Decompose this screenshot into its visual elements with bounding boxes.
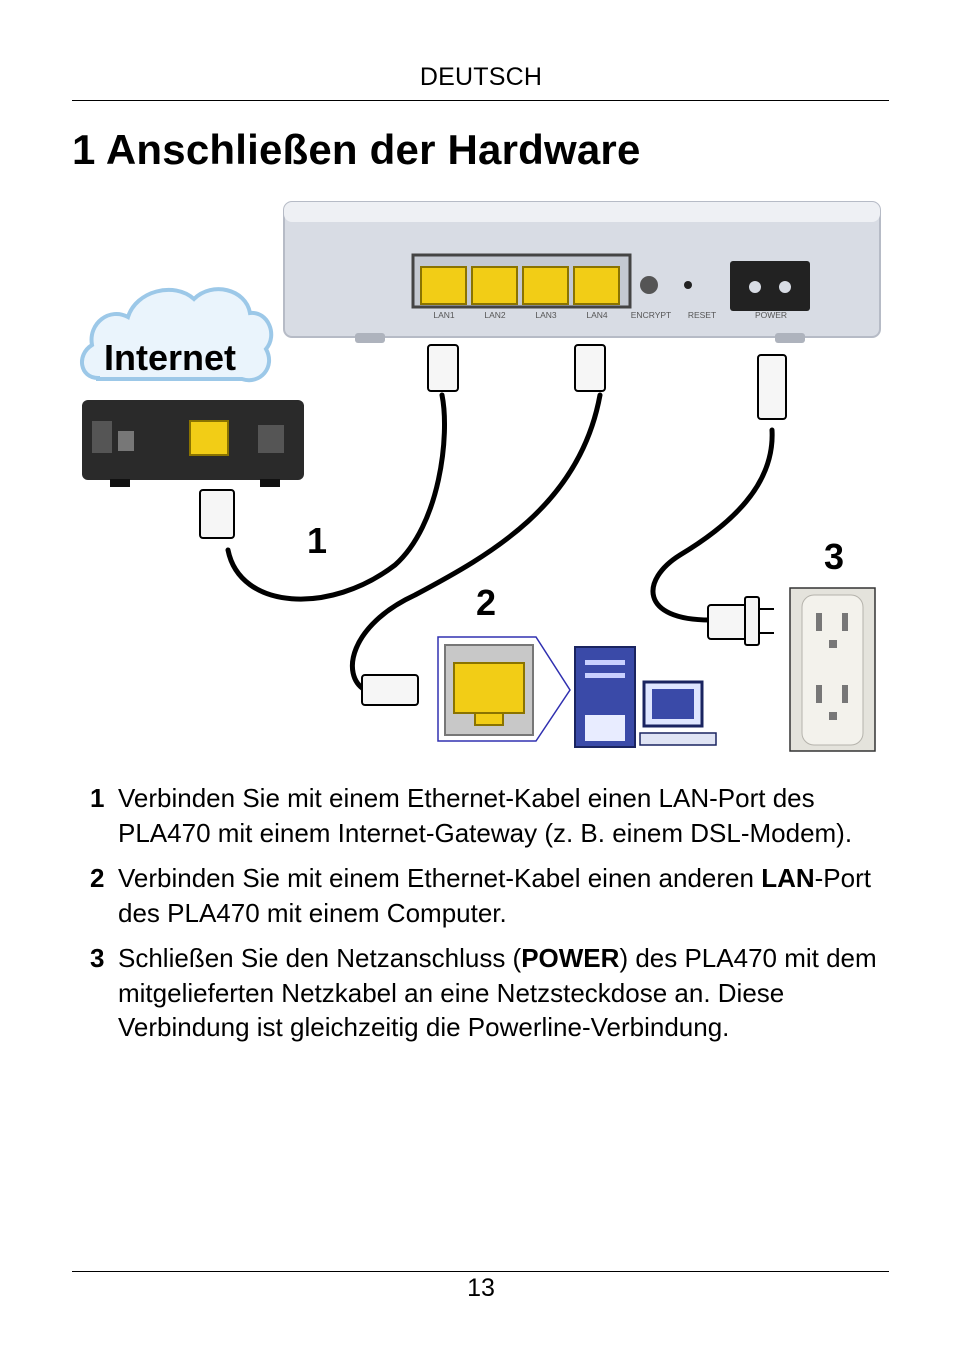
callout-2: 2 (476, 582, 496, 623)
encrypt-button (640, 276, 658, 294)
step-number: 2 (90, 863, 105, 893)
instruction-list: 1 Verbinden Sie mit einem Ethernet-Kabel… (90, 781, 890, 1056)
callout-1: 1 (307, 520, 327, 561)
list-item: 3 Schließen Sie den Netzanschluss (POWER… (90, 941, 890, 1045)
step-emphasis: POWER (521, 943, 620, 973)
step-text-part: Verbinden Sie mit einem Ethernet-Kabel e… (118, 863, 762, 893)
power-plug-icon (707, 354, 787, 646)
port-label: POWER (755, 310, 787, 320)
step-text-part: -Port des PLA470 mit einem Computer. (118, 863, 871, 928)
step-number: 1 (90, 783, 105, 813)
step-text: Verbinden Sie mit einem Ethernet-Kabel e… (118, 863, 871, 928)
cable-1 (225, 392, 447, 602)
running-header: DEUTSCH (419, 63, 543, 91)
port-label: ENCRYPT (631, 310, 671, 320)
step-text: Verbinden Sie mit einem Ethernet-Kabel e… (118, 783, 853, 848)
reset-hole (684, 281, 692, 289)
step-text: Schließen Sie den Netzanschluss (POWER) … (118, 943, 877, 1042)
powerline-adapter: LAN1 LAN2 LAN3 LAN4 ENCRYPT RESET POWER (283, 201, 881, 343)
port-label: LAN2 (484, 310, 506, 320)
page-number: 13 (467, 1274, 495, 1302)
internet-label: Internet (104, 337, 236, 378)
callout-3: 3 (824, 536, 844, 577)
port-label: RESET (688, 310, 716, 320)
computer-icon (574, 646, 717, 748)
lan-port-closeup (437, 636, 571, 742)
dsl-modem (82, 400, 304, 487)
step-number: 3 (90, 943, 105, 973)
step-text-part: Schließen Sie den Netzanschluss ( (118, 943, 522, 973)
ethernet-plug-icon (199, 344, 606, 706)
cable-2 (349, 392, 603, 693)
step-emphasis: LAN (761, 863, 815, 893)
internet-cloud-icon: Internet (80, 287, 274, 383)
port-label: LAN1 (433, 310, 455, 320)
header-rule (72, 100, 889, 101)
wall-outlet (789, 587, 876, 752)
list-item: 1 Verbinden Sie mit einem Ethernet-Kabel… (90, 781, 890, 850)
port-label: LAN3 (535, 310, 557, 320)
list-item: 2 Verbinden Sie mit einem Ethernet-Kabel… (90, 861, 890, 930)
hardware-connection-diagram: LAN1 LAN2 LAN3 LAN4 ENCRYPT RESET POWER … (80, 201, 881, 752)
lan-ports (420, 266, 620, 305)
footer-rule (72, 1271, 889, 1272)
step-text-part: ) des PLA470 mit dem mitgelieferten Netz… (118, 943, 877, 1042)
cable-3 (650, 427, 775, 623)
page-title: 1 Anschließen der Hardware (72, 126, 641, 173)
power-socket (730, 261, 810, 311)
port-label: LAN4 (586, 310, 608, 320)
